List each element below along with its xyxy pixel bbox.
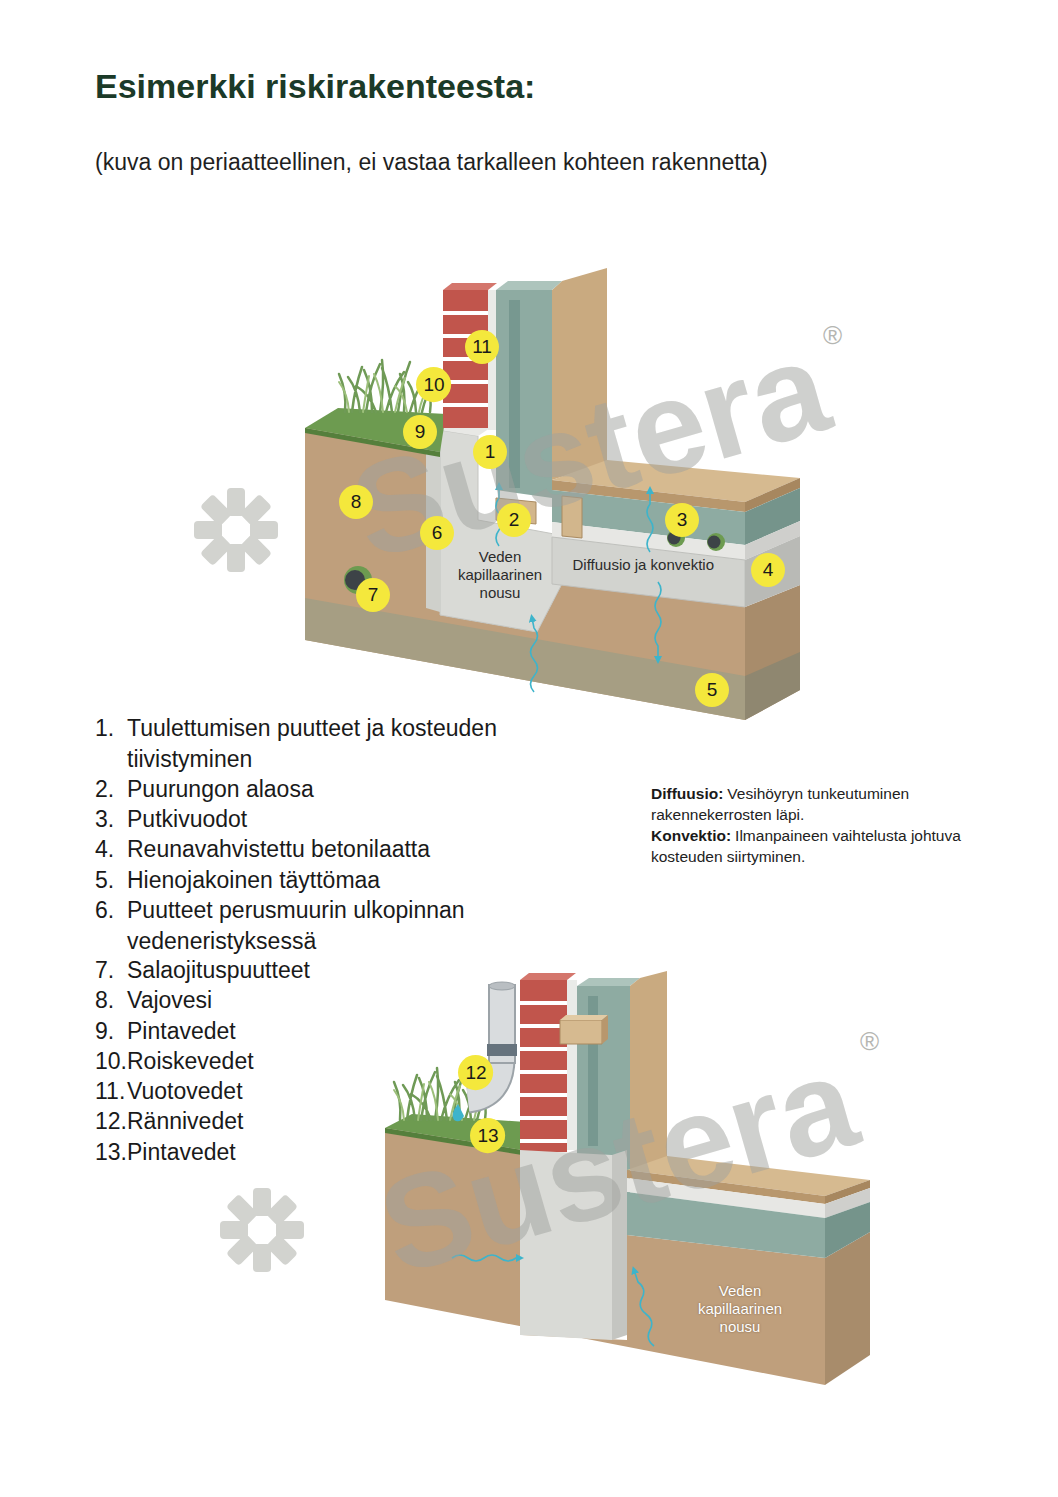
spacer-block xyxy=(560,1020,602,1044)
callout-circle: 4 xyxy=(751,553,785,587)
brick-top xyxy=(443,283,497,290)
watermark: Sustera xyxy=(367,1035,869,1295)
callout-number: 9 xyxy=(403,415,437,449)
slab-side xyxy=(745,536,800,607)
arrow-label: Veden kapillaarinen nousu xyxy=(681,1282,799,1336)
callout-number: 2 xyxy=(497,503,531,537)
list-item: Salaojituspuutteet xyxy=(127,955,519,986)
pipe-ring xyxy=(707,533,725,551)
soil-side xyxy=(745,585,800,720)
callout-number: 6 xyxy=(420,516,454,550)
callout-disc-fill xyxy=(416,367,451,402)
callout-number: 5 xyxy=(695,673,729,707)
list-item: Rännivedet xyxy=(127,1106,519,1137)
callout-number: 7 xyxy=(356,578,390,612)
watermark-mark: ® xyxy=(823,322,842,348)
callout-circle: 11 xyxy=(465,330,499,364)
definition-term: Konvektio: xyxy=(651,825,731,846)
callout-number: 10 xyxy=(416,367,451,402)
watermark-mark: ® xyxy=(860,1028,879,1054)
water-drop xyxy=(453,1104,464,1121)
pipe xyxy=(708,536,721,549)
definition-term: Diffuusio: xyxy=(651,783,723,804)
soil-side xyxy=(825,1232,870,1385)
watermark: Sustera xyxy=(339,320,841,580)
arrow-label: Veden kapillaarinen nousu xyxy=(444,548,556,602)
callout-disc-fill xyxy=(465,330,499,364)
downpipe-collar xyxy=(487,1044,517,1056)
callout-disc-fill xyxy=(458,1055,493,1090)
callout-disc-fill xyxy=(403,415,437,449)
list-number: 10. xyxy=(95,1046,127,1077)
page-title: Esimerkki riskirakenteesta: xyxy=(95,66,535,107)
list-item: Hienojakoinen täyttömaa xyxy=(127,865,519,896)
list-item: Puutteet perusmuurin ulkopinnan vedeneri… xyxy=(127,895,519,956)
moisture-arrow xyxy=(634,1270,654,1346)
callout-disc-fill xyxy=(420,516,454,550)
list-number: 12. xyxy=(95,1106,127,1137)
callout-circle: 2 xyxy=(497,503,531,537)
callout-disc-fill xyxy=(356,578,390,612)
callout-circle: 3 xyxy=(665,503,699,537)
spacer-side xyxy=(602,1015,608,1044)
callout-number: 4 xyxy=(751,553,785,587)
callout-circle: 6 xyxy=(420,516,454,550)
list-number: 5. xyxy=(95,865,114,896)
callout-disc-fill xyxy=(695,673,729,707)
list-number: 1. xyxy=(95,713,114,744)
list-number: 11. xyxy=(95,1076,125,1107)
callout-circle: 12 xyxy=(458,1055,493,1090)
list-item: Putkivuodot xyxy=(127,804,519,835)
callout-circle: 5 xyxy=(695,673,729,707)
callout-disc-fill xyxy=(473,435,507,469)
list-number: 7. xyxy=(95,955,114,986)
definition-text: Ilmanpaineen vaihtelusta johtuva kosteud… xyxy=(651,825,971,867)
subsoil-side xyxy=(745,652,800,720)
callout-number: 1 xyxy=(473,435,507,469)
callout-circle: 8 xyxy=(339,485,373,519)
callout-disc-fill xyxy=(339,485,373,519)
spacer-top xyxy=(560,1015,608,1020)
callout-disc-fill xyxy=(470,1118,505,1153)
callout-disc-fill xyxy=(497,503,531,537)
downpipe-top xyxy=(489,982,515,990)
list-number: 3. xyxy=(95,804,114,835)
callout-number: 11 xyxy=(465,330,499,364)
callout-disc-fill xyxy=(665,503,699,537)
insulation-top xyxy=(577,978,640,986)
logo-mark xyxy=(194,488,278,572)
list-item: Tuulettumisen puutteet ja kosteuden tiiv… xyxy=(127,713,519,774)
moisture-arrow xyxy=(655,582,661,660)
callout-number: 12 xyxy=(458,1055,493,1090)
list-item: Puurungon alaosa xyxy=(127,774,519,805)
list-item: Vajovesi xyxy=(127,985,519,1016)
insulation-top xyxy=(496,281,562,290)
list-number: 9. xyxy=(95,1016,114,1047)
arrow-label: Diffuusio ja konvektio xyxy=(573,556,714,574)
callout-number: 8 xyxy=(339,485,373,519)
list-number: 2. xyxy=(95,774,114,805)
floor-insulation-side xyxy=(825,1202,870,1258)
callout-number: 13 xyxy=(470,1118,505,1153)
list-number: 13. xyxy=(95,1137,127,1168)
page-subtitle: (kuva on periaatteellinen, ei vastaa tar… xyxy=(95,149,768,177)
callout-number: 3 xyxy=(665,503,699,537)
definition-text: Vesihöyryn tunkeutuminen rakennekerroste… xyxy=(651,783,971,825)
brick-top xyxy=(520,973,576,980)
list-item: Pintavedet xyxy=(127,1016,519,1047)
list-number: 4. xyxy=(95,834,114,865)
list-item: Reunavahvistettu betonilaatta xyxy=(127,834,519,865)
callout-circle: 1 xyxy=(473,435,507,469)
list-number: 8. xyxy=(95,985,114,1016)
list-item: Pintavedet xyxy=(127,1137,519,1168)
list-number: 6. xyxy=(95,895,114,926)
callout-disc-fill xyxy=(751,553,785,587)
callout-circle: 13 xyxy=(470,1118,505,1153)
callout-circle: 7 xyxy=(356,578,390,612)
callout-circle: 10 xyxy=(416,367,451,402)
logo-mark xyxy=(220,1188,304,1272)
callout-circle: 9 xyxy=(403,415,437,449)
moisture-arrow xyxy=(531,618,538,692)
